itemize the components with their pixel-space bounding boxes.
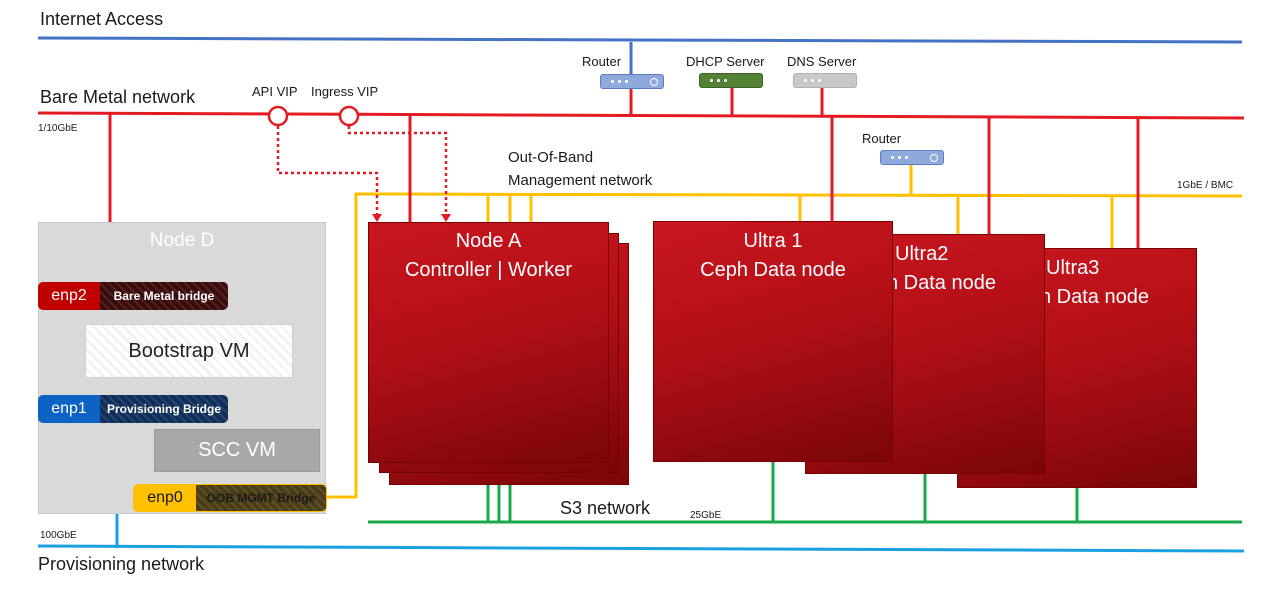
oob-network-label-line1: Out-Of-Band bbox=[508, 149, 594, 166]
provisioning-speed-label: 100GbE bbox=[40, 530, 77, 541]
dns-server-icon bbox=[793, 73, 857, 88]
enp2-tag: enp2 bbox=[38, 282, 100, 310]
node-a-role: Controller | Worker bbox=[404, 259, 573, 281]
oob-router-icon bbox=[880, 150, 944, 165]
dhcp-server-icon bbox=[699, 73, 763, 88]
scc-vm: SCC VM bbox=[154, 429, 320, 472]
ingress-vip-arrow bbox=[441, 214, 451, 222]
provisioning-network-line bbox=[37, 544, 1245, 553]
bare-metal-speed-label: 1/10GbE bbox=[38, 123, 78, 134]
bare-metal-network-label: Bare Metal network bbox=[40, 87, 196, 107]
enp0-tag: enp0 bbox=[134, 485, 196, 511]
bare-metal-network-line bbox=[37, 111, 1245, 120]
api-vip-dotted-link bbox=[276, 126, 379, 214]
enp1-tag: enp1 bbox=[38, 395, 100, 423]
oob-speed-label: 1GbE / BMC bbox=[1177, 180, 1234, 191]
internet-access-label: Internet Access bbox=[40, 9, 164, 29]
enp2-interface: enp2 Bare Metal bridge bbox=[38, 282, 228, 310]
node-d-title: Node D bbox=[149, 230, 215, 251]
ultra2-role: n Data node bbox=[887, 272, 996, 294]
api-vip-label: API VIP bbox=[252, 84, 298, 99]
node-a-card bbox=[368, 222, 609, 463]
router-icon bbox=[600, 74, 664, 89]
s3-speed-label: 25GbE bbox=[690, 510, 722, 521]
node-a-title: Node A bbox=[455, 230, 522, 252]
bootstrap-vm: Bootstrap VM bbox=[85, 324, 293, 378]
router-top-label: Router bbox=[582, 54, 622, 69]
ultra1-title: Ultra 1 bbox=[743, 230, 803, 252]
enp1-interface: enp1 Provisioning Bridge bbox=[38, 395, 228, 423]
router-oob-label: Router bbox=[862, 131, 902, 146]
internet-access-line bbox=[37, 36, 1243, 44]
oob-mgmt-bridge: OOB MGMT Bridge bbox=[196, 485, 326, 511]
ingress-vip-circle bbox=[338, 105, 360, 127]
api-vip-circle bbox=[267, 105, 289, 127]
ultra3-role: n Data node bbox=[1040, 286, 1149, 308]
dhcp-server-label: DHCP Server bbox=[686, 54, 765, 69]
provisioning-bridge: Provisioning Bridge bbox=[100, 395, 228, 423]
ultra1-card bbox=[653, 221, 893, 462]
ingress-vip-label: Ingress VIP bbox=[311, 84, 379, 99]
ultra1-role: Ceph Data node bbox=[700, 259, 846, 281]
ingress-vip-dotted-link bbox=[347, 126, 448, 214]
dns-server-label: DNS Server bbox=[787, 54, 857, 69]
s3-network-label: S3 network bbox=[560, 498, 651, 518]
provisioning-network-label: Provisioning network bbox=[38, 554, 205, 574]
oob-network-label-line2: Management network bbox=[508, 172, 653, 189]
bare-metal-bridge: Bare Metal bridge bbox=[100, 282, 228, 310]
ultra3-title: Ultra3 bbox=[1046, 257, 1100, 279]
ultra2-title: Ultra2 bbox=[895, 243, 949, 265]
enp0-interface: enp0 OOB MGMT Bridge bbox=[133, 484, 327, 512]
api-vip-arrow bbox=[372, 214, 382, 222]
